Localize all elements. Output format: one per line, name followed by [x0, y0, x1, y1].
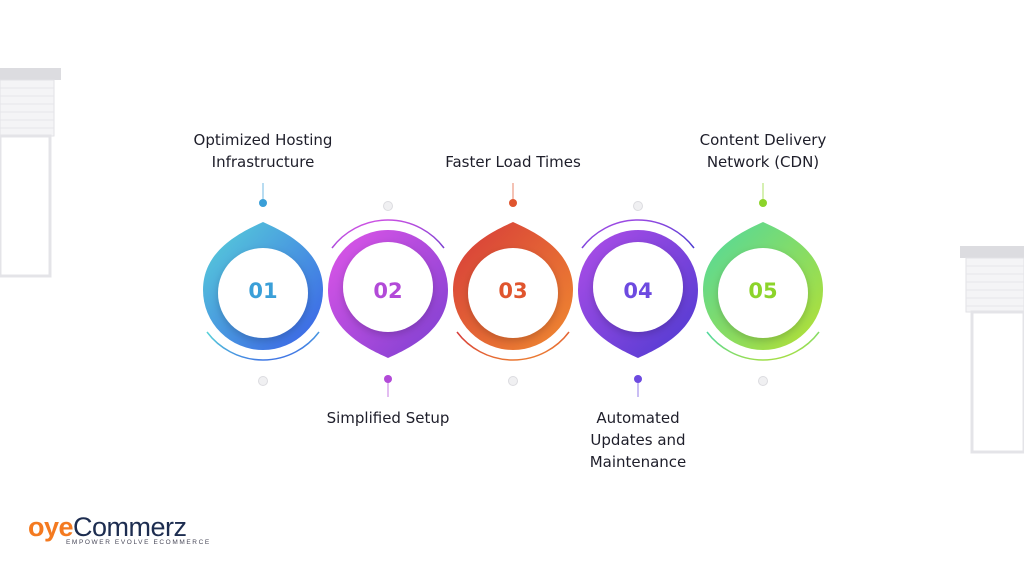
logo-brand-part-b: Commerz	[73, 512, 187, 542]
step-connector-dot	[384, 375, 392, 383]
logo-tagline: EMPOWER EVOLVE ECOMMERCE	[66, 539, 211, 546]
step-label: Simplified Setup	[326, 409, 450, 427]
step-02: 02	[328, 201, 448, 397]
step-number: 02	[373, 279, 402, 303]
step-01: 01	[203, 183, 323, 386]
step-number: 03	[498, 279, 527, 303]
step-connector-dot	[509, 199, 517, 207]
step-placeholder-dot	[633, 201, 643, 211]
step-number: 04	[623, 279, 652, 303]
step-04: 04	[578, 201, 698, 397]
step-inner-disc	[343, 242, 433, 332]
decorative-blinds-right	[960, 246, 1024, 454]
step-connector-dot	[634, 375, 642, 383]
logo-brand-part-a: oye	[28, 512, 74, 542]
step-placeholder-dot	[508, 376, 518, 386]
step-label: Content Delivery Network (CDN)	[699, 131, 827, 171]
step-inner-disc	[593, 242, 683, 332]
step-label: Optimized Hosting Infrastructure	[193, 131, 333, 171]
step-accent-arc	[456, 331, 570, 361]
step-placeholder-dot	[258, 376, 268, 386]
step-03: 03	[453, 183, 573, 386]
logo-wordmark: oyeCommerz	[28, 512, 187, 542]
step-placeholder-dot	[758, 376, 768, 386]
step-connector-dot	[259, 199, 267, 207]
step-inner-disc	[218, 248, 308, 338]
step-accent-arc	[581, 219, 695, 249]
step-accent-arc	[331, 219, 445, 249]
step-label: Automated Updates and Maintenance	[589, 409, 687, 471]
decorative-blinds-left	[0, 68, 61, 278]
oyecommerz-logo: oyeCommerz EMPOWER EVOLVE ECOMMERCE	[28, 512, 218, 552]
step-placeholder-dot	[383, 201, 393, 211]
step-connector-dot	[759, 199, 767, 207]
step-inner-disc	[718, 248, 808, 338]
step-label: Faster Load Times	[445, 153, 581, 171]
step-accent-arc	[706, 331, 820, 361]
step-05: 05	[703, 183, 823, 386]
step-number: 01	[248, 279, 277, 303]
step-accent-arc	[206, 331, 320, 361]
step-inner-disc	[468, 248, 558, 338]
step-number: 05	[748, 279, 777, 303]
